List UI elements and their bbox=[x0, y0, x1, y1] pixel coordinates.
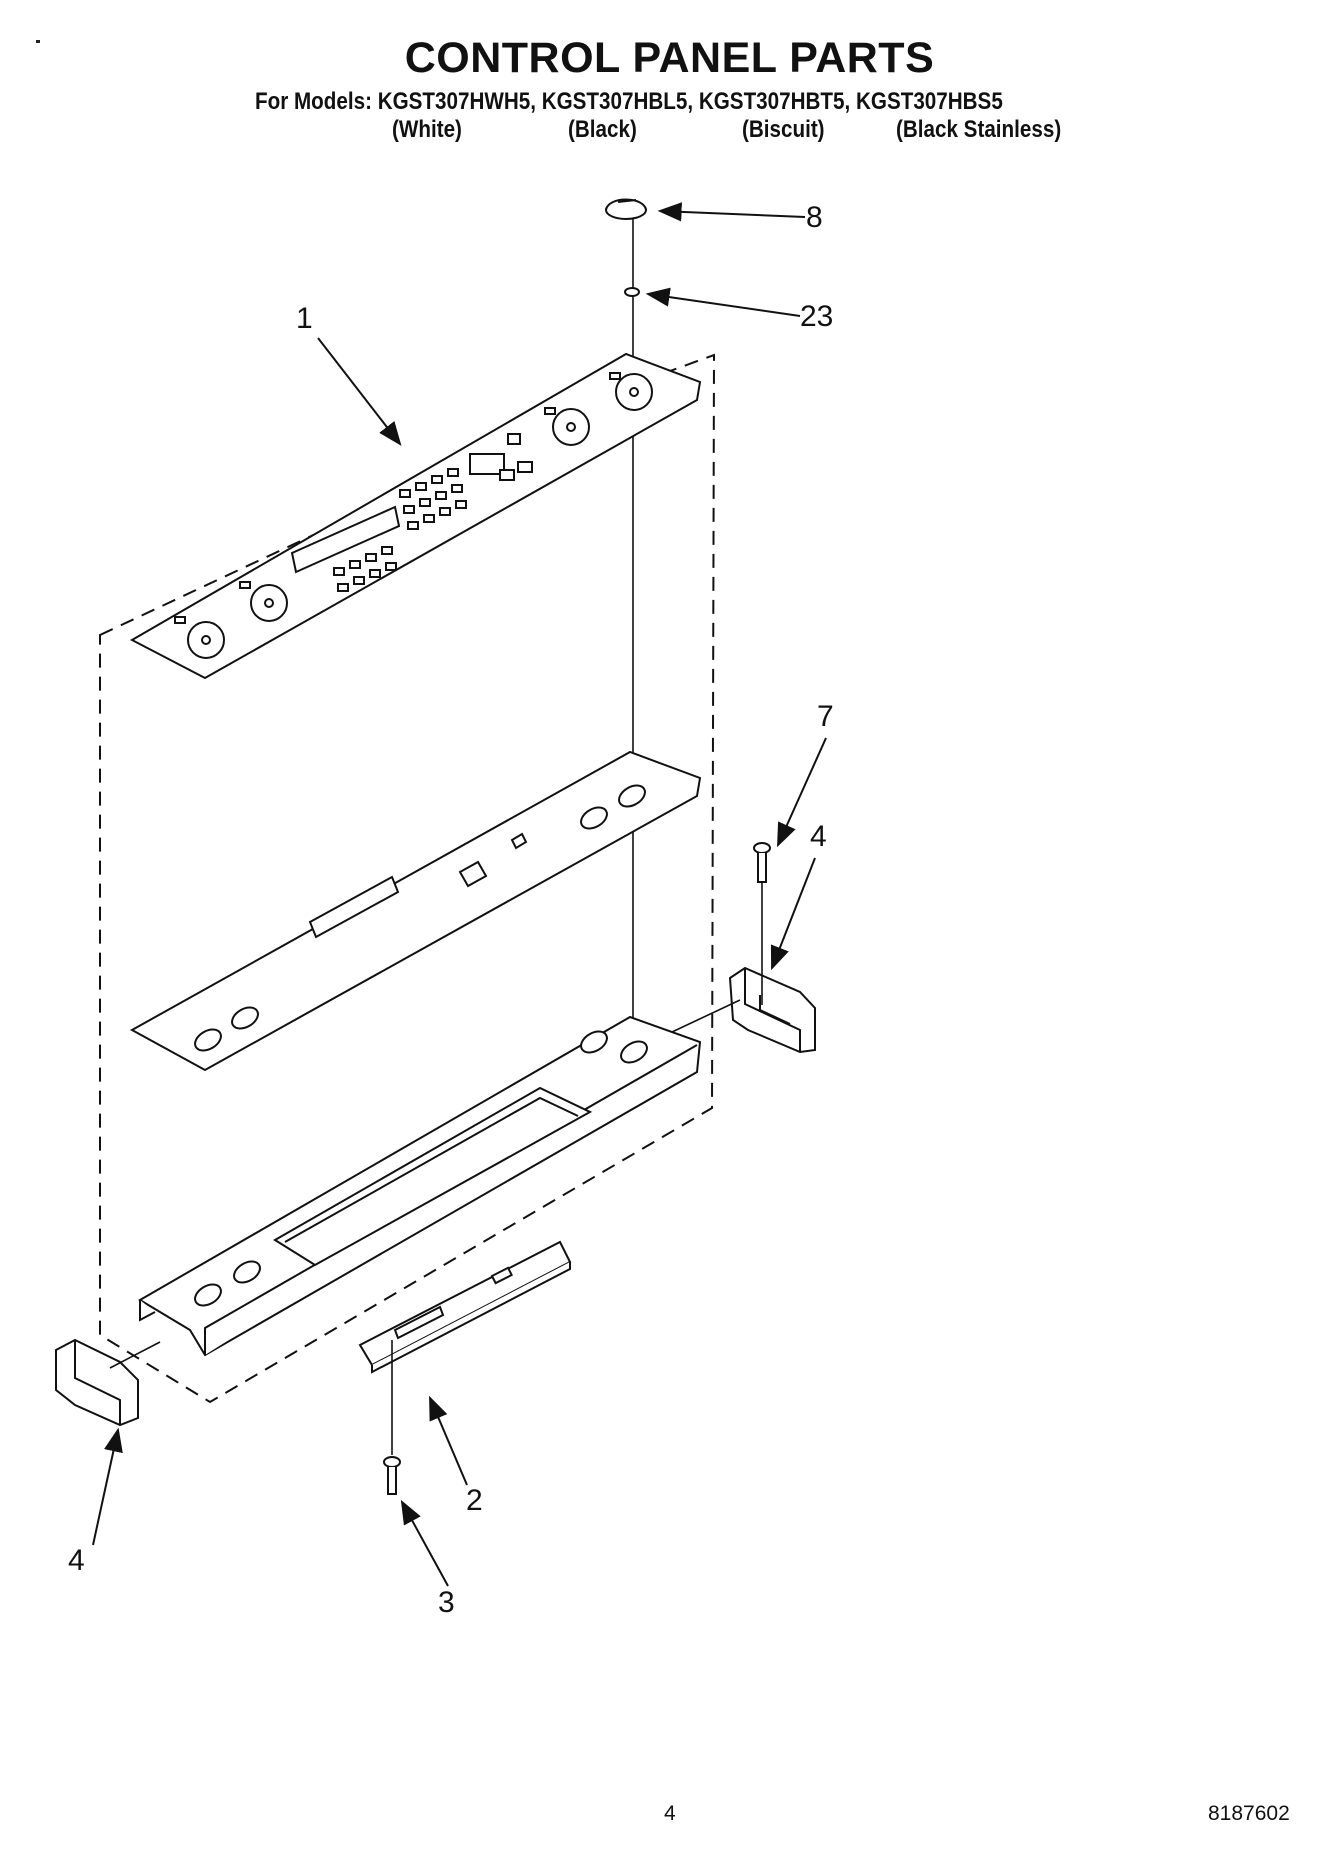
scan-speck bbox=[36, 40, 40, 43]
middle-insulator-panel bbox=[129, 750, 702, 1072]
callout-4-right: 4 bbox=[810, 820, 827, 853]
leader-arrows bbox=[92, 202, 827, 1587]
callout-3: 3 bbox=[438, 1586, 455, 1619]
knob-part bbox=[605, 198, 647, 220]
screw-bottom bbox=[383, 1456, 401, 1495]
page-title: CONTROL PANEL PARTS bbox=[404, 34, 935, 82]
models-line: For Models: KGST307HWH5, KGST307HBL5, KG… bbox=[255, 88, 1003, 115]
callout-23: 23 bbox=[800, 300, 834, 333]
control-overlay-panel bbox=[129, 352, 702, 680]
callout-4-left: 4 bbox=[68, 1544, 85, 1577]
end-cap-left bbox=[55, 1338, 139, 1427]
screw-top bbox=[753, 842, 771, 883]
callout-7: 7 bbox=[817, 700, 834, 733]
end-cap-right bbox=[728, 966, 816, 1054]
document-number: 8187602 bbox=[1208, 1802, 1290, 1825]
control-board-part bbox=[358, 1240, 572, 1374]
color-black: (Black) bbox=[568, 116, 637, 143]
console-backguard bbox=[138, 1015, 702, 1357]
assembly-lines bbox=[109, 882, 763, 1455]
color-biscuit: (Biscuit) bbox=[742, 116, 825, 143]
washer-part bbox=[624, 287, 640, 297]
page-number: 4 bbox=[664, 1802, 676, 1825]
assembly-boundary bbox=[99, 353, 716, 1404]
callout-2: 2 bbox=[466, 1484, 483, 1517]
color-white: (White) bbox=[392, 116, 462, 143]
color-black-stainless: (Black Stainless) bbox=[896, 116, 1062, 143]
callout-1: 1 bbox=[296, 302, 313, 335]
callout-8: 8 bbox=[806, 201, 823, 234]
